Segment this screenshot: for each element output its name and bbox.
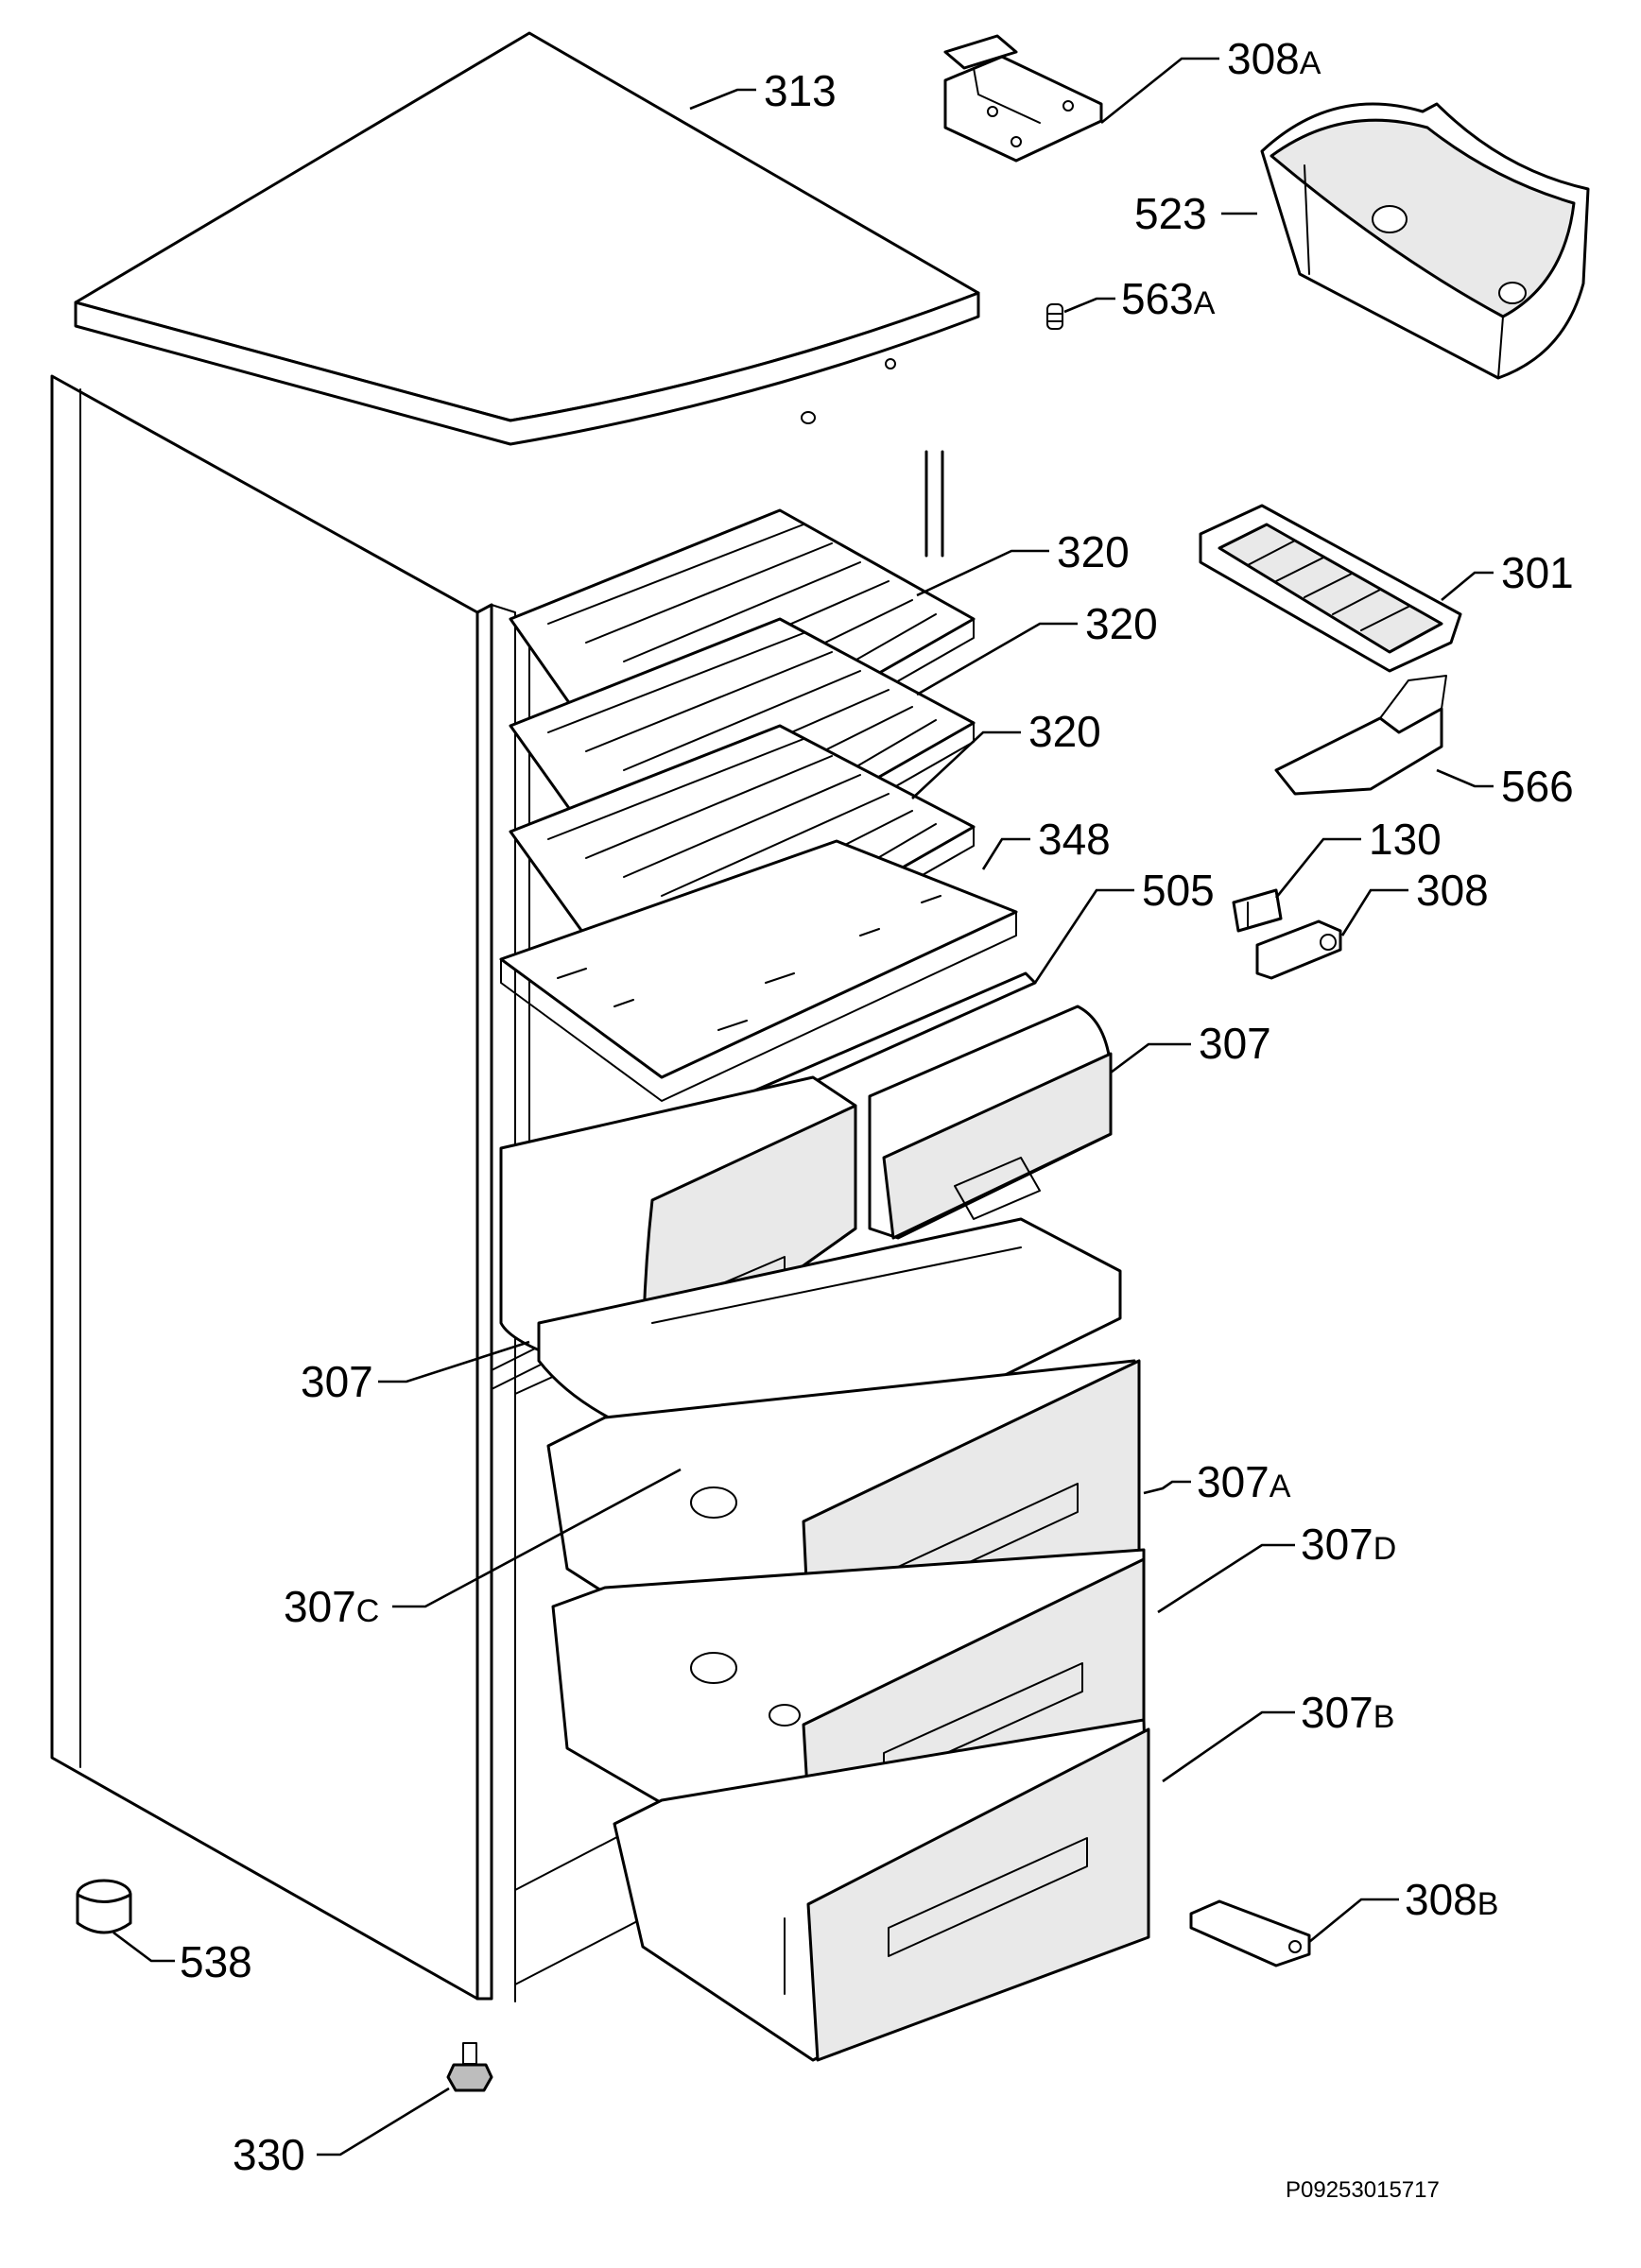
part-labels: 313 308A 523 563A 320 320 320 301 566 34… bbox=[180, 34, 1574, 2203]
label-505: 505 bbox=[1142, 866, 1215, 915]
label-320-middle: 320 bbox=[1085, 599, 1158, 648]
label-308A: 308A bbox=[1227, 34, 1321, 83]
label-313: 313 bbox=[764, 66, 837, 115]
label-320-bottom: 320 bbox=[1028, 707, 1101, 756]
part-563A-plug bbox=[1046, 303, 1063, 330]
part-307B-drawer bbox=[613, 1718, 1150, 2062]
label-563A: 563A bbox=[1121, 274, 1216, 323]
label-308: 308 bbox=[1416, 866, 1489, 915]
part-301-ice-tray bbox=[1199, 504, 1462, 673]
label-566: 566 bbox=[1501, 762, 1574, 811]
label-307D: 307D bbox=[1301, 1520, 1396, 1569]
label-307B: 307B bbox=[1301, 1688, 1394, 1737]
label-320-top: 320 bbox=[1057, 527, 1130, 576]
label-307A: 307A bbox=[1197, 1457, 1291, 1506]
part-308-hinge bbox=[1255, 919, 1342, 980]
drawing-code: P09253015717 bbox=[1286, 2177, 1440, 2203]
part-330-adjustable-foot bbox=[446, 2042, 493, 2092]
part-308A-hinge-bracket bbox=[943, 34, 1103, 163]
label-307-right: 307 bbox=[1199, 1019, 1271, 1068]
part-523-tray bbox=[1260, 102, 1590, 380]
part-308B-hinge bbox=[1189, 1899, 1311, 1967]
label-330: 330 bbox=[233, 2130, 305, 2179]
label-523: 523 bbox=[1134, 189, 1207, 238]
part-vertical-rods bbox=[924, 450, 944, 558]
part-313-top-cover bbox=[74, 31, 980, 446]
part-348-glass-shelf bbox=[499, 839, 1018, 1102]
cabinet-body bbox=[50, 374, 644, 2002]
label-348: 348 bbox=[1038, 815, 1111, 864]
part-130-small-block bbox=[1232, 888, 1283, 933]
part-538-foot bbox=[76, 1879, 132, 1934]
label-307C: 307C bbox=[284, 1582, 379, 1631]
label-307-left: 307 bbox=[301, 1357, 373, 1406]
part-566-ice-scoop bbox=[1274, 675, 1447, 796]
label-538: 538 bbox=[180, 1937, 252, 1986]
label-301: 301 bbox=[1501, 548, 1574, 597]
leader-lines bbox=[112, 57, 1494, 2156]
label-308B: 308B bbox=[1405, 1875, 1498, 1924]
label-130: 130 bbox=[1369, 815, 1442, 864]
